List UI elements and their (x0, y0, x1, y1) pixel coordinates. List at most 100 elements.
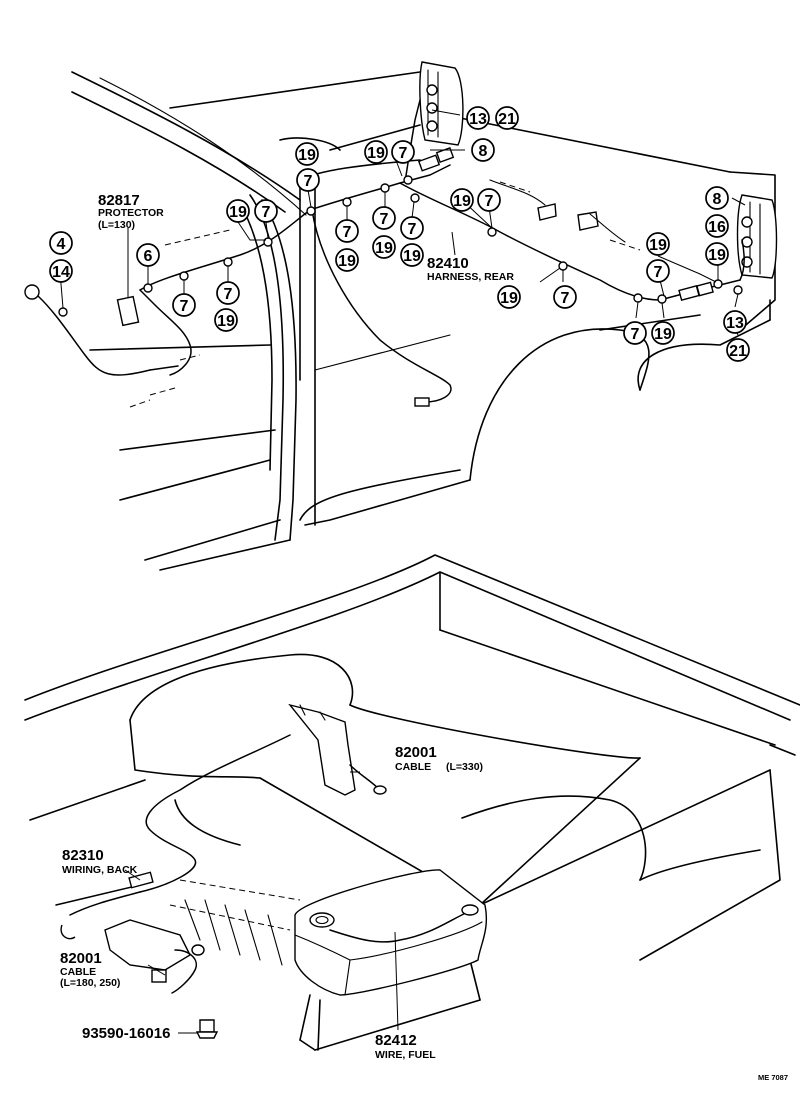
svg-text:14: 14 (52, 264, 70, 281)
svg-text:4: 4 (57, 236, 66, 253)
callout-7-k: 7 (646, 259, 670, 283)
svg-text:CABLE: CABLE (395, 761, 431, 773)
callout-13-b: 13 (723, 310, 747, 334)
svg-text:7: 7 (631, 326, 640, 343)
callout-7-b: 7 (172, 293, 196, 317)
callout-7-g: 7 (372, 206, 396, 230)
svg-text:21: 21 (729, 343, 747, 360)
callout-19-f: 19 (372, 235, 396, 259)
svg-text:21: 21 (498, 111, 516, 128)
cable-180-bracket (104, 919, 205, 994)
side-marker-wire (24, 284, 179, 376)
svg-text:19: 19 (649, 237, 667, 254)
callout-7-a: 7 (296, 168, 320, 192)
bolt-icon (178, 1019, 219, 1039)
svg-text:7: 7 (399, 145, 408, 162)
callout-19-k: 19 (705, 242, 729, 266)
svg-text:82310: 82310 (62, 847, 104, 864)
svg-text:(L=180, 250): (L=180, 250) (60, 977, 120, 989)
backup-wiring (55, 734, 291, 940)
label-bolt: 93590-16016 (82, 1025, 170, 1042)
callout-21-a: 21 (495, 106, 519, 130)
svg-text:82001: 82001 (60, 950, 102, 967)
svg-text:7: 7 (224, 286, 233, 303)
svg-text:7: 7 (408, 221, 417, 238)
svg-text:19: 19 (217, 313, 235, 330)
callout-14: 14 (49, 259, 73, 283)
svg-text:(L=330): (L=330) (446, 761, 483, 773)
callout-7-h: 7 (400, 216, 424, 240)
svg-text:19: 19 (298, 147, 316, 164)
callout-7-c: 7 (216, 281, 240, 305)
svg-text:WIRING, BACK: WIRING, BACK (62, 864, 138, 876)
label-cable-330: 82001 CABLE (L=330) (395, 744, 483, 773)
svg-text:CABLE: CABLE (60, 966, 96, 978)
fuel-tank (294, 869, 487, 996)
callout-6: 6 (136, 243, 160, 267)
svg-text:6: 6 (144, 248, 153, 265)
callout-19-j: 19 (646, 232, 670, 256)
svg-text:13: 13 (726, 315, 744, 332)
label-cable-180: 82001 CABLE (L=180, 250) (60, 950, 120, 989)
svg-text:8: 8 (479, 143, 488, 160)
label-protector: 82817 PROTECTOR (L=130) (98, 192, 164, 231)
callout-7-i: 7 (477, 188, 501, 212)
callout-19-e: 19 (335, 248, 359, 272)
svg-text:19: 19 (708, 247, 726, 264)
callout-16: 16 (705, 214, 729, 238)
callout-8-a: 8 (471, 138, 495, 162)
svg-text:19: 19 (367, 145, 385, 162)
callout-19-b: 19 (214, 308, 238, 332)
svg-text:8: 8 (713, 191, 722, 208)
svg-text:19: 19 (654, 326, 672, 343)
label-wire-fuel: 82412 WIRE, FUEL (375, 1032, 436, 1061)
callout-7-f: 7 (335, 219, 359, 243)
cable-330-bracket (288, 703, 387, 796)
harness-clamps (58, 175, 743, 317)
svg-text:7: 7 (180, 298, 189, 315)
svg-text:19: 19 (375, 240, 393, 257)
callout-7-d: 7 (254, 199, 278, 223)
callout-19-d: 19 (364, 140, 388, 164)
callout-8-b: 8 (705, 186, 729, 210)
label-harness-rear: 82410 HARNESS, REAR (427, 255, 514, 283)
svg-text:82001: 82001 (395, 744, 437, 761)
svg-text:16: 16 (708, 219, 726, 236)
callout-19-m: 19 (651, 321, 675, 345)
callout-19-a: 19 (295, 142, 319, 166)
svg-text:82412: 82412 (375, 1032, 417, 1049)
callout-7-m: 7 (623, 321, 647, 345)
svg-text:HARNESS, REAR: HARNESS, REAR (427, 271, 514, 283)
callout-4: 4 (49, 231, 73, 255)
svg-text:82817: 82817 (98, 192, 140, 209)
reference-code: ME 7087 (758, 1073, 788, 1082)
lower-leaders (124, 771, 399, 1031)
svg-text:7: 7 (343, 224, 352, 241)
rear-lamp-left (419, 61, 464, 146)
svg-text:WIRE, FUEL: WIRE, FUEL (375, 1049, 436, 1061)
label-wiring-back: 82310 WIRING, BACK (62, 847, 138, 876)
svg-text:PROTECTOR: PROTECTOR (98, 207, 164, 219)
svg-text:7: 7 (485, 193, 494, 210)
upper-body-outline (71, 71, 776, 571)
callout-21-b: 21 (726, 338, 750, 362)
callout-19-g: 19 (400, 243, 424, 267)
svg-text:7: 7 (654, 264, 663, 281)
svg-text:7: 7 (262, 204, 271, 221)
callout-19-c: 19 (226, 199, 250, 223)
svg-text:19: 19 (338, 253, 356, 270)
svg-text:19: 19 (500, 290, 518, 307)
callout-19-h: 19 (450, 188, 474, 212)
callout-19-i: 19 (497, 285, 521, 309)
svg-text:7: 7 (561, 290, 570, 307)
callout-13-a: 13 (466, 106, 490, 130)
callout-7-e: 7 (391, 140, 415, 164)
svg-text:19: 19 (229, 204, 247, 221)
callout-7-j: 7 (553, 285, 577, 309)
svg-text:13: 13 (469, 111, 487, 128)
svg-text:82410: 82410 (427, 255, 469, 272)
svg-text:19: 19 (403, 248, 421, 265)
svg-text:7: 7 (304, 173, 313, 190)
svg-text:(L=130): (L=130) (98, 219, 135, 231)
